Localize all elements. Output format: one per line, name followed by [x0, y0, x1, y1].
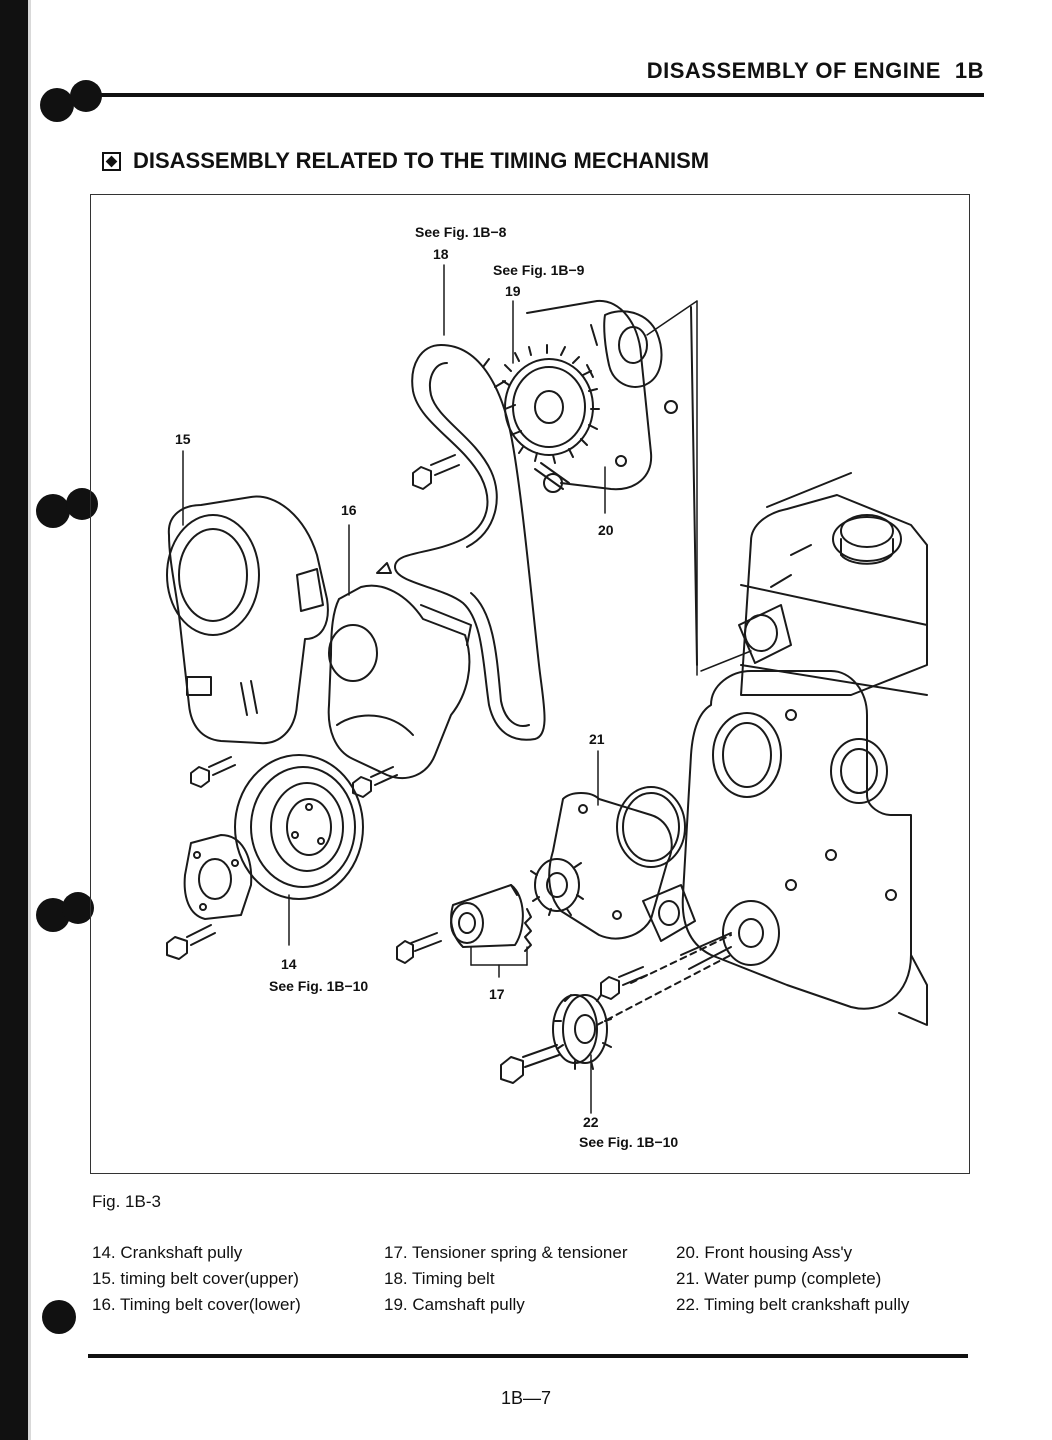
- section-title: DISASSEMBLY RELATED TO THE TIMING MECHAN…: [102, 148, 709, 174]
- callout-22-ref: See Fig. 1B−10: [579, 1134, 679, 1150]
- leader-lines: [182, 264, 752, 1114]
- exploded-diagram: [166, 264, 928, 1114]
- punch-hole-2: [36, 494, 70, 528]
- punch-hole-3b: [62, 892, 94, 924]
- punch-hole-4: [42, 1300, 76, 1334]
- legend-item: 20. Front housing Ass'y: [676, 1243, 853, 1262]
- binding-bar: [0, 0, 28, 1440]
- legend-item: 14. Crankshaft pully: [92, 1243, 243, 1262]
- section-marker-icon: [102, 151, 121, 171]
- callout-20: 20: [598, 522, 614, 538]
- legend-column-1: 14. Crankshaft pully 15. timing belt cov…: [92, 1240, 301, 1318]
- footer-rule: [88, 1354, 968, 1358]
- callout-22: 22: [583, 1114, 599, 1130]
- bolt-cover-upper: [190, 756, 236, 788]
- bolt-upper-left: [412, 454, 460, 490]
- timing-belt-cover-upper-15: [166, 495, 329, 745]
- header-title: DISASSEMBLY OF ENGINE: [646, 58, 941, 83]
- engine-block: [680, 306, 928, 1026]
- callout-14-ref: See Fig. 1B−10: [269, 978, 369, 994]
- legend-column-3: 20. Front housing Ass'y 21. Water pump (…: [676, 1240, 909, 1318]
- callout-16: 16: [341, 502, 357, 518]
- callout-15: 15: [175, 431, 191, 447]
- legend-item: 17. Tensioner spring & tensioner: [384, 1243, 628, 1262]
- section-title-text: DISASSEMBLY RELATED TO THE TIMING MECHAN…: [133, 148, 710, 173]
- page-header: DISASSEMBLY OF ENGINE 1B: [647, 58, 984, 84]
- callout-18-ref: See Fig. 1B−8: [415, 224, 507, 240]
- flange-plate: [183, 834, 253, 920]
- callout-18: 18: [433, 246, 449, 262]
- legend-item: 19. Camshaft pully: [384, 1295, 525, 1314]
- punch-hole-2b: [66, 488, 98, 520]
- binding-edge: [28, 0, 31, 1440]
- camshaft-pulley-19: [502, 344, 600, 493]
- legend-item: 18. Timing belt: [384, 1269, 495, 1288]
- water-pump-21: [530, 786, 696, 942]
- timing-belt-18: [394, 344, 546, 741]
- crankshaft-timing-pulley-22: [500, 954, 732, 1084]
- bolt-crank-pulley: [166, 924, 216, 960]
- legend-item: 15. timing belt cover(upper): [92, 1269, 299, 1288]
- punch-hole-1: [40, 88, 74, 122]
- header-rule: [72, 93, 984, 97]
- callout-17: 17: [489, 986, 505, 1002]
- callout-21: 21: [589, 731, 605, 747]
- legend-item: 16. Timing belt cover(lower): [92, 1295, 301, 1314]
- callout-19-ref: See Fig. 1B−9: [493, 262, 585, 278]
- callout-14: 14: [281, 956, 297, 972]
- callout-19: 19: [505, 283, 521, 299]
- page-number: 1B—7: [500, 1388, 552, 1408]
- figure-caption: Fig. 1B-3: [92, 1192, 161, 1211]
- timing-belt-cover-lower-16: [327, 562, 472, 780]
- front-housing-20: [526, 299, 678, 491]
- legend-item: 21. Water pump (complete): [676, 1269, 882, 1288]
- crankshaft-pulley-14: [234, 754, 364, 900]
- tensioner-17: [396, 884, 532, 964]
- legend-column-2: 17. Tensioner spring & tensioner 18. Tim…: [384, 1240, 628, 1318]
- legend-item: 22. Timing belt crankshaft pully: [676, 1295, 910, 1314]
- figure-frame: See Fig. 1B−8 18 See Fig. 1B−9 19 15 16 …: [90, 194, 970, 1174]
- header-code: 1B: [954, 58, 984, 83]
- bolt-cover-lower: [352, 766, 398, 798]
